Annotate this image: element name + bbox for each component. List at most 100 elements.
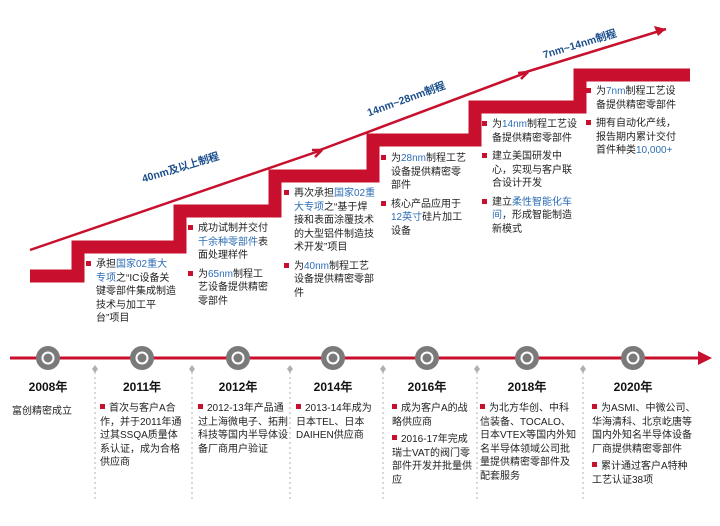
year-label-2018: 2018年 bbox=[507, 380, 547, 394]
item-text: 建立 bbox=[492, 196, 512, 208]
timeline-nodes bbox=[36, 346, 645, 370]
item-text: 为 bbox=[198, 268, 208, 280]
item-text: 为 bbox=[294, 260, 304, 272]
bullet-square-icon bbox=[381, 200, 386, 206]
highlight-text: 28nm bbox=[401, 153, 427, 164]
bullet-square-icon bbox=[381, 155, 386, 160]
year-label-2014: 2014年 bbox=[313, 380, 353, 394]
item-text: 制程工艺设备提供精密零部件 bbox=[492, 119, 578, 144]
item-text: 表面处理样件 bbox=[198, 236, 268, 262]
stair-ribbon bbox=[30, 68, 690, 283]
timeline-note: 2012-13年产品通过上海微电子、拓荆科技等国内半导体设备厂商用户验证 bbox=[198, 402, 288, 456]
timeline-note: 2013-14年成为日本TEL、日本DAIHEN供应商 bbox=[296, 402, 378, 443]
timeline-notes: 成为客户A的战略供应商 2016-17年完成瑞士VAT的阀门零部件开发并批量供应 bbox=[392, 402, 472, 491]
bullet-square-icon bbox=[482, 153, 487, 158]
highlight-text: 千余种零部件 bbox=[198, 236, 258, 248]
highlight-text: 65nm bbox=[208, 268, 234, 280]
item-text: 制程工艺设备提供精密零部件 bbox=[198, 268, 268, 307]
milestone-item: 为14nm制程工艺设备提供精密零部件 bbox=[482, 118, 580, 145]
year-label-2011: 2011年 bbox=[122, 380, 162, 394]
bullet-square-icon bbox=[86, 261, 91, 266]
item-text: 为 bbox=[492, 119, 502, 130]
item-text: 之“IC设备关键零部件集成制造技术与加工平台”项目 bbox=[96, 272, 176, 325]
timeline-note: 成为客户A的战略供应商 bbox=[392, 402, 472, 429]
timeline-note: 2016-17年完成瑞士VAT的阀门零部件开发并批量供应 bbox=[392, 433, 472, 487]
item-text: 之“基于焊接和表面涂覆技术的大型铝件制造技术开发”项目 bbox=[294, 201, 374, 254]
bullet-square-icon bbox=[592, 404, 597, 409]
item-text: 拥有自动化产线，报告期内累计交付首件种类 bbox=[596, 118, 676, 156]
bullet-square-icon bbox=[586, 88, 591, 93]
year-label-2020: 2020年 bbox=[613, 380, 653, 394]
item-text: 核心产品应用于 bbox=[391, 198, 461, 210]
item-text: 制程工艺设备提供精密零部件 bbox=[391, 153, 467, 191]
highlight-text: 国家02重大专项 bbox=[96, 259, 168, 284]
note-text: 2013-14年成为日本TEL、日本DAIHEN供应商 bbox=[296, 403, 372, 441]
item-text: 为 bbox=[596, 86, 606, 97]
timeline-note: 首次与客户A合作，并于2011年通过其SSQA质量体系认证，成为合格供应商 bbox=[100, 402, 186, 470]
bullet-square-icon bbox=[392, 404, 397, 409]
timeline-note-2008: 富创精密成立 bbox=[12, 406, 72, 417]
milestone-item: 承担国家02重大专项之“IC设备关键零部件集成制造技术与加工平台”项目 bbox=[86, 258, 176, 326]
milestone-block: 承担国家02重大专项之“IC设备关键零部件集成制造技术与加工平台”项目 bbox=[86, 258, 176, 331]
note-text: 成为客户A的战略供应商 bbox=[392, 403, 468, 428]
item-text: 承担 bbox=[96, 259, 116, 270]
bullet-square-icon bbox=[482, 121, 487, 126]
milestone-item: 成功试制并交付千余种零部件表面处理样件 bbox=[188, 222, 268, 263]
item-text: 再次承担 bbox=[294, 188, 334, 199]
timeline-notes: 2012-13年产品通过上海微电子、拓荆科技等国内半导体设备厂商用户验证 bbox=[198, 402, 288, 460]
highlight-text: 7nm bbox=[606, 86, 626, 97]
note-text: 首次与客户A合作，并于2011年通过其SSQA质量体系认证，成为合格供应商 bbox=[100, 403, 182, 468]
milestone-item: 为7nm制程工艺设备提供精密零部件 bbox=[586, 85, 682, 112]
note-text: 2012-13年产品通过上海微电子、拓荆科技等国内半导体设备厂商用户验证 bbox=[198, 403, 288, 455]
timeline-notes: 首次与客户A合作，并于2011年通过其SSQA质量体系认证，成为合格供应商 bbox=[100, 402, 186, 474]
bullet-square-icon bbox=[392, 435, 397, 440]
timeline-note: 为ASMI、中微公司、华海清科、北京屹唐等国内外知名半导体设备厂商提供精密零部件 bbox=[592, 402, 696, 456]
milestone-item: 拥有自动化产线，报告期内累计交付首件种类10,000+ bbox=[586, 117, 682, 158]
milestone-block: 为7nm制程工艺设备提供精密零部件拥有自动化产线，报告期内累计交付首件种类10,… bbox=[586, 85, 682, 163]
timeline-note: 累计通过客户A特种工艺认证38项 bbox=[592, 460, 696, 487]
bullet-square-icon bbox=[296, 404, 301, 409]
year-label-2016: 2016年 bbox=[407, 380, 447, 394]
item-text: 建立美国研发中心，实现与客户联合设计开发 bbox=[492, 151, 572, 189]
milestone-item: 为65nm制程工艺设备提供精密零部件 bbox=[188, 268, 268, 309]
bullet-square-icon bbox=[284, 262, 289, 268]
milestone-block: 再次承担国家02重大专项之“基于焊接和表面涂覆技术的大型铝件制造技术开发”项目为… bbox=[284, 187, 376, 305]
phase-arrows bbox=[29, 26, 667, 252]
timeline-notes: 为北方华创、中科信装备、TOCALO、日本VTEX等国内外知名半导体领域公司批量… bbox=[480, 402, 578, 487]
bullet-square-icon bbox=[284, 190, 289, 195]
year-label-2012: 2012年 bbox=[218, 380, 258, 394]
milestone-item: 为40nm制程工艺设备提供精密零部件 bbox=[284, 260, 376, 301]
highlight-text: 柔性智能化车间 bbox=[492, 196, 572, 222]
bullet-square-icon bbox=[592, 462, 597, 467]
milestone-block: 成功试制并交付千余种零部件表面处理样件为65nm制程工艺设备提供精密零部件 bbox=[188, 222, 268, 313]
bullet-square-icon bbox=[100, 404, 105, 409]
highlight-text: 10,000+ bbox=[636, 145, 673, 156]
bullet-square-icon bbox=[586, 120, 591, 125]
milestone-item: 建立柔性智能化车间，形成智能制造新模式 bbox=[482, 196, 580, 237]
item-text: 硅片加工设备 bbox=[391, 212, 463, 237]
milestone-block: 为28nm制程工艺设备提供精密零部件核心产品应用于12英寸硅片加工设备 bbox=[381, 152, 469, 243]
bullet-square-icon bbox=[188, 270, 193, 276]
item-text: ，形成智能制造新模式 bbox=[492, 210, 572, 235]
highlight-text: 14nm bbox=[502, 119, 528, 130]
bullet-square-icon bbox=[482, 198, 487, 204]
timeline-notes: 2013-14年成为日本TEL、日本DAIHEN供应商 bbox=[296, 402, 378, 447]
bullet-square-icon bbox=[198, 404, 203, 409]
year-label-2008: 2008年 bbox=[28, 380, 68, 394]
timeline-notes: 为ASMI、中微公司、华海清科、北京屹唐等国内外知名半导体设备厂商提供精密零部件… bbox=[592, 402, 696, 491]
bullet-square-icon bbox=[188, 225, 193, 230]
item-text: 为 bbox=[391, 153, 401, 164]
item-text: 制程工艺设备提供精密零部件 bbox=[294, 260, 374, 299]
milestone-block: 为14nm制程工艺设备提供精密零部件建立美国研发中心，实现与客户联合设计开发建立… bbox=[482, 118, 580, 241]
note-text: 累计通过客户A特种工艺认证38项 bbox=[592, 461, 688, 486]
note-text: 2016-17年完成瑞士VAT的阀门零部件开发并批量供应 bbox=[392, 434, 472, 486]
bullet-square-icon bbox=[480, 404, 485, 409]
timeline-note: 为北方华创、中科信装备、TOCALO、日本VTEX等国内外知名半导体领域公司批量… bbox=[480, 402, 578, 483]
item-text: 成功试制并交付 bbox=[198, 223, 268, 234]
milestone-item: 建立美国研发中心，实现与客户联合设计开发 bbox=[482, 150, 580, 191]
note-text: 为ASMI、中微公司、华海清科、北京屹唐等国内外知名半导体设备厂商提供精密零部件 bbox=[592, 403, 696, 455]
highlight-text: 国家02重大专项 bbox=[294, 188, 376, 213]
item-text: 制程工艺设备提供精密零部件 bbox=[596, 86, 676, 111]
milestone-item: 核心产品应用于12英寸硅片加工设备 bbox=[381, 198, 469, 239]
